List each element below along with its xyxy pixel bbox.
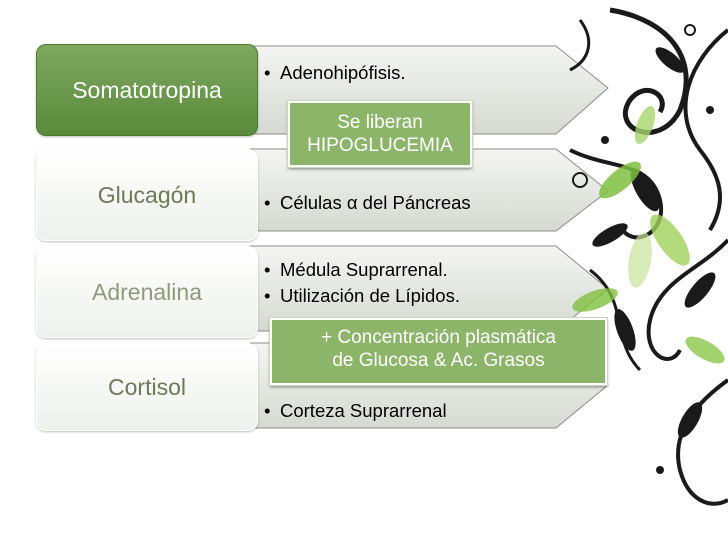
bullet-text: Corteza Suprarrenal	[280, 400, 447, 421]
callout-line: de Glucosa & Ac. Grasos	[332, 350, 545, 371]
callout-line: + Concentración plasmática	[321, 327, 556, 348]
bullet-item: • Células α del Páncreas	[264, 192, 471, 214]
bullet-dot: •	[264, 192, 271, 213]
bullet-dot: •	[264, 259, 271, 280]
bullet-text: Utilización de Lípidos.	[280, 285, 460, 306]
bullet-item: • Adenohipófisis.	[264, 62, 405, 84]
callout-concentracion: + Concentración plasmática de Glucosa & …	[269, 317, 608, 386]
bullet-text: Células α del Páncreas	[280, 192, 471, 213]
bullet-dot: •	[264, 400, 271, 421]
hormone-box-somatotropina: Somatotropina	[36, 44, 258, 136]
hormone-label: Cortisol	[108, 373, 186, 400]
callout-hipoglucemia: Se liberan HIPOGLUCEMIA	[287, 100, 473, 168]
callout-line: Se liberan	[337, 112, 423, 133]
hormone-label: Adrenalina	[92, 278, 202, 305]
bullet-item: • Utilización de Lípidos.	[264, 285, 460, 307]
bullet-text: Médula Suprarrenal.	[280, 259, 448, 280]
hormone-box-adrenalina: Adrenalina	[36, 246, 258, 338]
hormone-box-glucagon: Glucagón	[36, 149, 258, 241]
hormone-box-cortisol: Cortisol	[36, 343, 258, 431]
hormone-label: Somatotropina	[72, 76, 222, 103]
hormone-label: Glucagón	[97, 181, 197, 208]
bullet-item: • Médula Suprarrenal.	[264, 259, 448, 281]
bullet-text: Adenohipófisis.	[280, 62, 406, 83]
bullet-dot: •	[264, 62, 271, 83]
bullet-dot: •	[264, 285, 271, 306]
floral-decoration	[564, 7, 728, 506]
bullet-item: • Corteza Suprarrenal	[264, 400, 447, 422]
callout-line: HIPOGLUCEMIA	[307, 135, 453, 156]
